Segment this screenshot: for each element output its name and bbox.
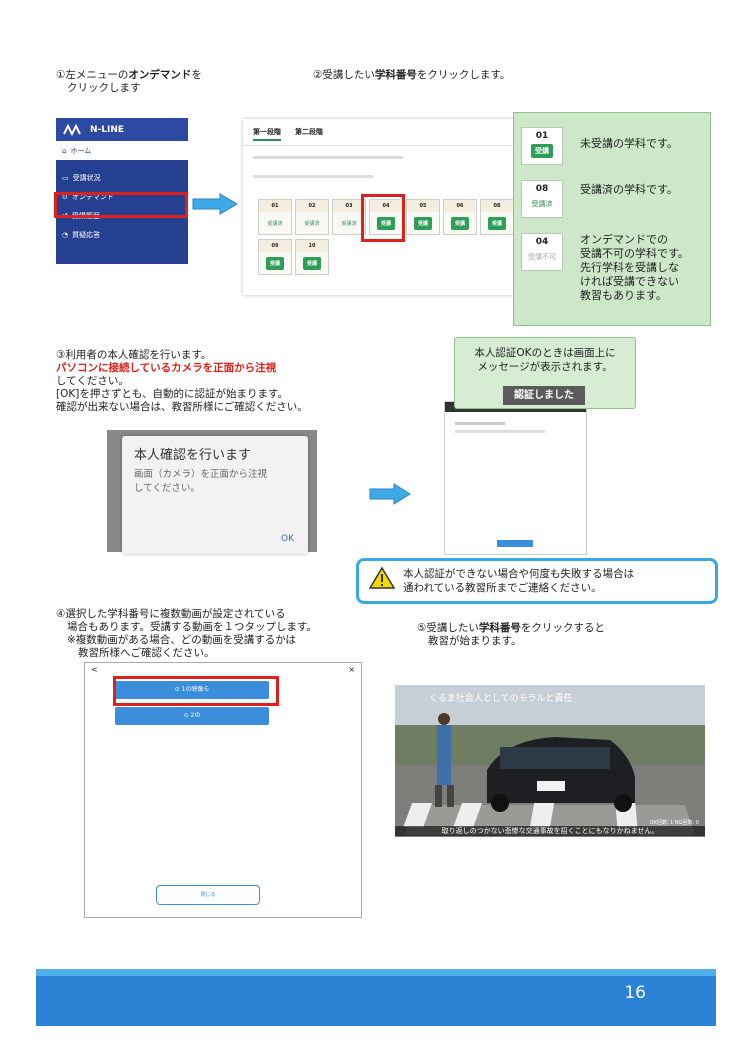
course-note-bar bbox=[243, 171, 513, 182]
screen-text-bar bbox=[455, 422, 505, 425]
chat-icon: ◔ bbox=[62, 230, 69, 239]
screen-text-bar bbox=[455, 430, 545, 433]
sidebar-item-qa[interactable]: ◔質疑応答 bbox=[62, 230, 101, 239]
highlight-video-option-1 bbox=[113, 676, 279, 706]
page-number: 16 bbox=[624, 983, 646, 1003]
sidebar-item-ondemand[interactable]: ⊙オンデマンド bbox=[62, 192, 114, 201]
legend-text-unavailable: オンデマンドでの 受講不可の学科です。 先行学科を受講しな ければ受講できない … bbox=[580, 233, 689, 302]
auth-ok-screenshot bbox=[444, 401, 587, 555]
video-counter: OK回数: 1 NG回数: 0 bbox=[649, 820, 699, 826]
video-title: くるま社会人としてのモラルと責任 bbox=[429, 694, 573, 704]
video-option-2[interactable]: ⊙ 2の bbox=[115, 707, 269, 725]
brand-logo-icon bbox=[63, 123, 81, 136]
right-arrow-icon bbox=[192, 193, 238, 215]
warning-box: 本人認証ができない場合や何度も失敗する場合は 通われている教習所までご連絡くださ… bbox=[356, 558, 718, 604]
sidebar-screenshot: N-LINE ⌂ホーム ▭受講状況 ⊙オンデマンド ↺受講履歴 ◔質疑応答 bbox=[56, 118, 188, 264]
step2-text: ②受講したい学科番号をクリックします。 bbox=[313, 69, 511, 81]
close-icon[interactable]: × bbox=[348, 665, 355, 674]
dialog-title: 本人確認を行います bbox=[134, 448, 252, 463]
tab-stage2[interactable]: 第二段階 bbox=[295, 128, 323, 136]
legend-card-done: 08 受講済 bbox=[521, 180, 563, 218]
legend-card-unattended: 01 受講 bbox=[521, 127, 563, 165]
step1-text: ①左メニューのオンデマンドを クリックします bbox=[56, 69, 202, 94]
tab-stage1[interactable]: 第一段階 bbox=[253, 127, 281, 141]
folder-icon: ▭ bbox=[62, 173, 69, 182]
dialog-body: 画面（カメラ）を正面から注視 してください。 bbox=[134, 469, 268, 494]
highlight-card-04 bbox=[361, 194, 405, 242]
auth-ok-badge: 認証しました bbox=[503, 386, 585, 405]
step3-text: ③利用者の本人確認を行います。 パソコンに接続しているカメラを正面から注視 して… bbox=[56, 349, 308, 413]
auth-dialog: 本人確認を行います 画面（カメラ）を正面から注視 してください。 OK bbox=[122, 436, 308, 554]
play-circle-icon: ⊙ bbox=[62, 192, 68, 201]
sidebar-item-status[interactable]: ▭受講状況 bbox=[62, 173, 101, 182]
step5-text: ⑤受講したい学科番号をクリックすると 教習が始まります。 bbox=[417, 622, 605, 647]
video-option-1[interactable]: ⊙ 1の映像ら bbox=[115, 681, 269, 699]
close-button[interactable]: 閉じる bbox=[156, 885, 260, 905]
footer-stripe bbox=[36, 969, 716, 976]
course-note-bar bbox=[243, 152, 513, 163]
warning-icon bbox=[369, 566, 395, 589]
highlight-ondemand bbox=[54, 192, 188, 218]
legend-panel: 01 受講 未受講の学科です。 08 受講済 受講済の学科です。 04 受講不可… bbox=[513, 112, 711, 326]
video-frame: くるま社会人としてのモラルと責任 OK回数: 1 NG回数: 0 取り返しのつか… bbox=[395, 685, 705, 837]
page-footer: 16 bbox=[36, 969, 716, 1026]
sidebar-item-home[interactable]: ⌂ホーム bbox=[56, 141, 188, 160]
step4-text: ④選択した学科番号に複数動画が設定されている 場合もあります。受講する動画を１つ… bbox=[56, 608, 317, 659]
right-arrow-icon bbox=[369, 483, 411, 505]
sidebar-brand: N-LINE bbox=[56, 118, 188, 141]
screen-button bbox=[497, 540, 533, 547]
dialog-ok-button[interactable]: OK bbox=[281, 534, 294, 544]
video-subtitle: 取り返しのつかない悲惨な交通事故を招くことにもなりかねません。 bbox=[395, 826, 705, 836]
video-scene-image bbox=[395, 685, 705, 837]
home-icon: ⌂ bbox=[62, 146, 67, 155]
legend-text-unattended: 未受講の学科です。 bbox=[580, 137, 678, 150]
legend-text-done: 受講済の学科です。 bbox=[580, 183, 678, 196]
auth-ok-callout: 本人認証OKのときは画面上に メッセージが表示されます。 認証しました bbox=[454, 337, 636, 409]
legend-card-unavailable: 04 受講不可 bbox=[521, 233, 563, 271]
back-icon[interactable]: < bbox=[91, 665, 98, 674]
